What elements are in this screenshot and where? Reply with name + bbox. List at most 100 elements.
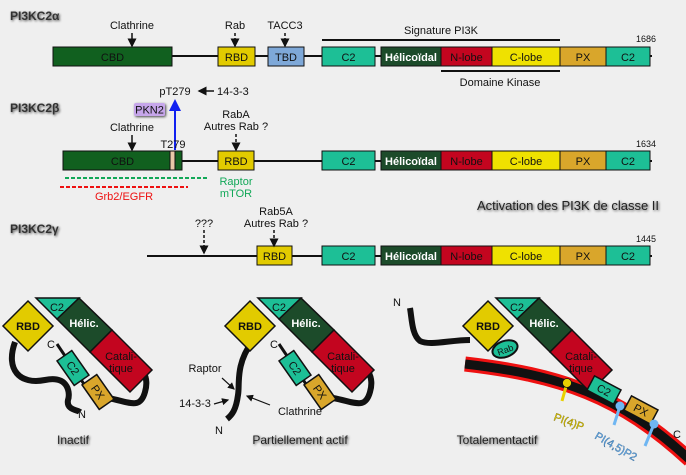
membrane bbox=[464, 359, 686, 463]
state-fully-active: Totalementactif bbox=[457, 433, 538, 447]
domain-c-lobe: C-lobe bbox=[491, 245, 561, 266]
length-alpha: 1686 bbox=[636, 34, 656, 44]
label-rab-alpha: Rab bbox=[225, 20, 245, 32]
label-clathrine-beta: Clathrine bbox=[110, 122, 154, 134]
t279-site-marker bbox=[169, 150, 176, 171]
label-t279: T279 bbox=[160, 139, 185, 151]
c2-domain-bottom: C2 bbox=[277, 349, 313, 387]
domain-cbd: CBD bbox=[62, 150, 183, 171]
domain-h-lico-dal: Hélicoïdal bbox=[380, 150, 442, 171]
label-clathrine: Clathrine bbox=[278, 406, 322, 418]
domain-label: Hélic. bbox=[291, 318, 320, 330]
domain-label: C2 bbox=[341, 52, 355, 64]
domain-n-lobe: N-lobe bbox=[440, 245, 493, 266]
domain-label: C2 bbox=[621, 251, 635, 263]
rbd-domain: RBD bbox=[223, 299, 277, 353]
domain-c-lobe: C-lobe bbox=[491, 150, 561, 171]
pi4p-headgroup bbox=[562, 378, 572, 388]
label-pi4p: PI(4)P bbox=[552, 412, 585, 434]
label-n-terminus: N bbox=[78, 409, 86, 421]
label-rab5a: Rab5A bbox=[259, 206, 293, 218]
domain-px: PX bbox=[559, 150, 607, 171]
domain-px: PX bbox=[559, 245, 607, 266]
domain-label: tique bbox=[569, 363, 593, 375]
label-14-3-3: 14-3-3 bbox=[179, 398, 211, 410]
domain-label: C2 bbox=[272, 302, 286, 314]
arrow-clathrine bbox=[245, 394, 271, 406]
label-domaine-kinase: Domaine Kinase bbox=[460, 77, 541, 89]
domain-rbd: RBD bbox=[217, 46, 256, 67]
domain-label: RBD bbox=[224, 156, 247, 168]
domain-px: PX bbox=[559, 46, 607, 67]
domain-n-lobe: N-lobe bbox=[440, 46, 493, 67]
label-signature-pi3k: Signature PI3K bbox=[404, 25, 479, 37]
domain-box bbox=[605, 245, 651, 266]
label-tacc3: TACC3 bbox=[267, 20, 302, 32]
domain-label: C2 bbox=[341, 156, 355, 168]
domain-label: N-lobe bbox=[450, 156, 482, 168]
label-raba: RabA bbox=[222, 109, 250, 121]
label-clathrine-alpha: Clathrine bbox=[110, 20, 154, 32]
domain-c2: C2 bbox=[605, 46, 651, 67]
pi45p2-headgroup-1 bbox=[615, 401, 625, 411]
domain-c2: C2 bbox=[321, 46, 376, 67]
domain-n-lobe: N-lobe bbox=[440, 150, 493, 171]
domain-label: C2 bbox=[50, 302, 64, 314]
protein-title-alpha: PI3KC2α bbox=[10, 9, 60, 23]
domain-c2: C2 bbox=[321, 245, 376, 266]
domain-label: PX bbox=[576, 156, 591, 168]
label-pkn2: PKN2 bbox=[135, 105, 164, 117]
domain-box bbox=[321, 150, 376, 171]
label-n-terminus: N bbox=[393, 297, 401, 309]
domain-box bbox=[62, 150, 183, 171]
domain-label: CBD bbox=[111, 156, 134, 168]
arrow-raptor bbox=[221, 377, 235, 390]
c2-domain-detached: C2 bbox=[585, 374, 623, 406]
label-c-terminus: C bbox=[270, 339, 278, 351]
domain-label: RBD bbox=[16, 321, 40, 333]
domain-tbd: TBD bbox=[267, 46, 305, 67]
c2-domain-top: C2 bbox=[494, 297, 541, 321]
domain-c-lobe: C-lobe bbox=[491, 46, 561, 67]
label-mtor: mTOR bbox=[220, 188, 252, 200]
domain-label: CBD bbox=[101, 52, 124, 64]
domain-box bbox=[605, 46, 651, 67]
label-pi45p2: PI(4,5)P2 bbox=[593, 430, 639, 464]
domain-rbd: RBD bbox=[217, 150, 255, 171]
arrow-14-3-3 bbox=[213, 398, 230, 406]
label-c-terminus: C bbox=[673, 429, 681, 441]
domain-label: TBD bbox=[275, 52, 297, 64]
label-c2: C2 bbox=[595, 382, 613, 399]
domain-h-lico-dal: Hélicoïdal bbox=[380, 245, 442, 266]
px-domain-detached: PX bbox=[622, 394, 660, 426]
domain-label: PX bbox=[576, 52, 591, 64]
label-autres-rab-beta: Autres Rab ? bbox=[204, 121, 268, 133]
domain-label: C2 bbox=[621, 156, 635, 168]
domain-label: Catali- bbox=[565, 351, 597, 363]
rbd-domain: RBD bbox=[461, 299, 515, 353]
domain-label: N-lobe bbox=[450, 52, 482, 64]
label-unknown-gamma: ??? bbox=[195, 218, 213, 230]
protein-title-gamma: PI3KC2γ bbox=[10, 222, 59, 236]
catalytic-domain: Catali-tique bbox=[310, 328, 376, 394]
domain-box bbox=[52, 46, 173, 67]
domain-rbd: RBD bbox=[256, 245, 293, 266]
protein-title-beta: PI3KC2β bbox=[10, 101, 59, 115]
label-grb2-egfr: Grb2/EGFR bbox=[95, 191, 153, 203]
domain-label: RBD bbox=[225, 52, 248, 64]
domain-label: Catali- bbox=[327, 351, 359, 363]
px-domain: PX bbox=[302, 373, 338, 411]
state-inactive: Inactif bbox=[57, 433, 90, 447]
c2-domain-top: C2 bbox=[256, 297, 303, 321]
domain-label: Hélicoïdal bbox=[385, 156, 437, 168]
domain-label: Hélicoïdal bbox=[385, 52, 437, 64]
domain-label: Hélic. bbox=[69, 318, 98, 330]
domain-label: PX bbox=[576, 251, 591, 263]
domain-label: Hélic. bbox=[529, 318, 558, 330]
domain-label: tique bbox=[331, 363, 355, 375]
